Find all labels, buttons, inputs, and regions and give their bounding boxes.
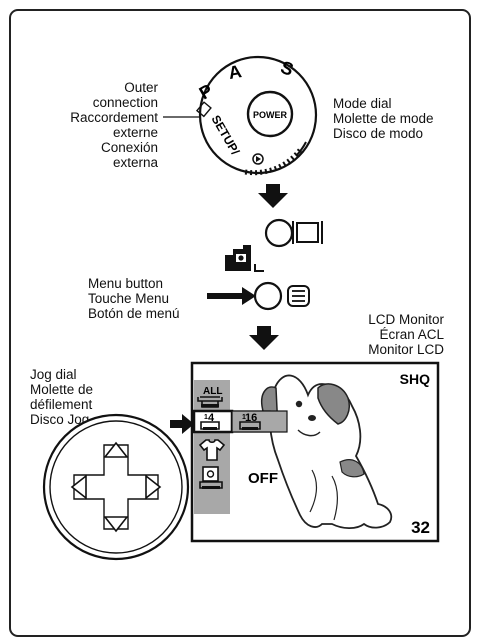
jog-right-arrow — [145, 474, 162, 500]
display-button — [264, 218, 294, 248]
print-4-option: 1 4 — [200, 412, 220, 430]
menu-pointer-arrow — [207, 287, 256, 305]
print-reserve-icon — [199, 466, 223, 489]
jog-down-arrow — [103, 516, 129, 533]
print-all-option: ALL — [197, 386, 223, 408]
frames-remaining-counter: 32 — [411, 518, 430, 537]
playback-mode-icon — [252, 153, 264, 165]
mode-dial: POWER P A S SETUP/ — [163, 55, 318, 176]
mode-a-mark: A — [227, 61, 243, 83]
mode-dial-label: Mode dial Molette de mode Disco de modo — [333, 96, 434, 141]
menu-button-step — [207, 281, 310, 311]
jog-left-arrow — [70, 474, 87, 500]
dog-image — [260, 374, 393, 530]
scene-mode-icon — [195, 101, 212, 118]
selection-pointer-arrow — [170, 414, 194, 434]
display-button-step — [225, 218, 323, 272]
print-16-prefix: 1 — [242, 414, 246, 421]
shooting-hand-icon — [225, 245, 264, 272]
print-4-label: 4 — [208, 412, 215, 424]
multi-print-row: 1 4 1 16 — [192, 409, 288, 434]
menu-icon — [287, 285, 310, 307]
quality-indicator: SHQ — [400, 371, 430, 387]
power-label: POWER — [253, 110, 288, 120]
print-16-label: 16 — [245, 412, 257, 424]
menu-button-label: Menu button Touche Menu Botón de menú — [88, 276, 180, 321]
outer-connection-label: Outer connection Raccordement externe Co… — [70, 80, 158, 170]
power-button — [246, 90, 294, 138]
jog-up-arrow — [103, 441, 129, 458]
off-label: OFF — [248, 470, 278, 487]
lcd-monitor: SHQ 32 ALL 1 4 1 16 — [190, 361, 440, 543]
print-4-prefix: 1 — [204, 414, 208, 421]
print-16-option: 1 16 — [239, 412, 261, 430]
monitor-icon — [292, 221, 323, 244]
lcd-monitor-label: LCD Monitor Écran ACL Monitor LCD — [368, 312, 444, 357]
print-all-label: ALL — [203, 386, 222, 397]
figure-frame — [9, 9, 471, 637]
jog-dial-label: Jog dial Molette de défilement Disco Jog — [30, 367, 94, 427]
shirt-icon — [198, 439, 226, 461]
jog-dial — [42, 413, 190, 561]
down-arrow-2 — [249, 326, 279, 350]
menu-button — [253, 281, 283, 311]
down-arrow-1 — [258, 184, 288, 208]
